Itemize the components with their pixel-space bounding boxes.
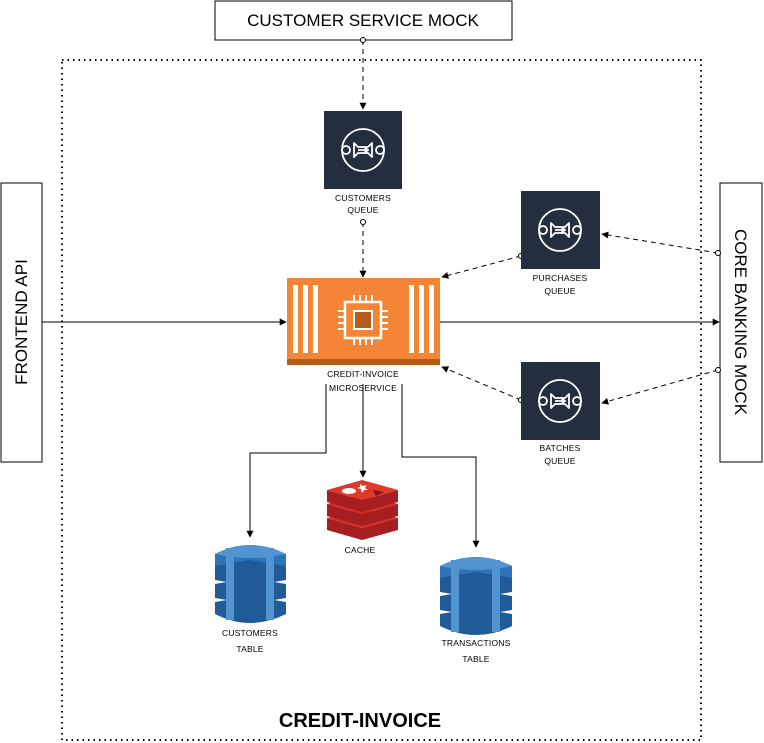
transactions-table-label-2: TABLE xyxy=(462,654,489,664)
frontend-api-box[interactable] xyxy=(0,182,43,463)
microservice-label-2: MICROSERVICE xyxy=(329,383,397,393)
customers-table-label-1: CUSTOMERS xyxy=(222,628,278,638)
cache-label: CACHE xyxy=(345,545,376,555)
core-banking-mock-box[interactable] xyxy=(719,182,763,463)
connector-ms-to-transactions-table xyxy=(401,384,480,548)
connector-ms-to-customers-table xyxy=(246,384,327,538)
batches-queue[interactable]: BATCHES QUEUE xyxy=(521,362,600,466)
ec2-instance-base xyxy=(287,359,440,365)
customers-table[interactable]: CUSTOMERS TABLE xyxy=(215,545,286,654)
batches-queue-label-1: BATCHES xyxy=(540,443,581,453)
dynamodb-table-icon xyxy=(215,545,286,623)
customers-queue-label-2: QUEUE xyxy=(347,205,378,215)
boundary-label: CREDIT-INVOICE xyxy=(279,710,441,732)
credit-invoice-boundary xyxy=(61,59,702,741)
microservice-label-1: CREDIT-INVOICE xyxy=(327,369,399,379)
customer-service-mock-label: CUSTOMER SERVICE MOCK xyxy=(247,11,479,30)
connector-batches-queue-to-ms xyxy=(441,366,522,401)
customers-queue[interactable]: CUSTOMERS QUEUE xyxy=(324,111,402,215)
customers-table-label-2: TABLE xyxy=(236,644,263,654)
credit-invoice-microservice[interactable]: CREDIT-INVOICE MICROSERVICE xyxy=(287,278,440,393)
connector-dot xyxy=(715,250,721,256)
connector-dot xyxy=(360,219,366,225)
transactions-table-label-1: TRANSACTIONS xyxy=(442,638,511,648)
redis-cache-icon xyxy=(327,480,398,540)
core-banking-mock-label: CORE BANKING MOCK xyxy=(731,229,750,416)
purchases-queue-label-2: QUEUE xyxy=(544,286,575,296)
dynamodb-table-icon xyxy=(440,557,512,635)
connector-dot xyxy=(715,367,721,373)
connector-purchases-queue-to-ms xyxy=(441,255,522,279)
cpu-chip-icon xyxy=(338,295,388,345)
customer-service-mock-box[interactable] xyxy=(214,0,513,41)
customers-queue-label-1: CUSTOMERS xyxy=(335,193,391,203)
cache[interactable]: CACHE xyxy=(327,480,398,555)
connector-core-to-batches-queue xyxy=(601,369,719,405)
batches-queue-label-2: QUEUE xyxy=(544,456,575,466)
transactions-table[interactable]: TRANSACTIONS TABLE xyxy=(440,557,512,664)
connector-core-to-purchases-queue xyxy=(601,231,719,254)
purchases-queue[interactable]: PURCHASES QUEUE xyxy=(521,191,600,296)
connector-dot xyxy=(360,37,366,43)
frontend-api-label: FRONTEND API xyxy=(12,259,31,385)
purchases-queue-label-1: PURCHASES xyxy=(533,273,588,283)
